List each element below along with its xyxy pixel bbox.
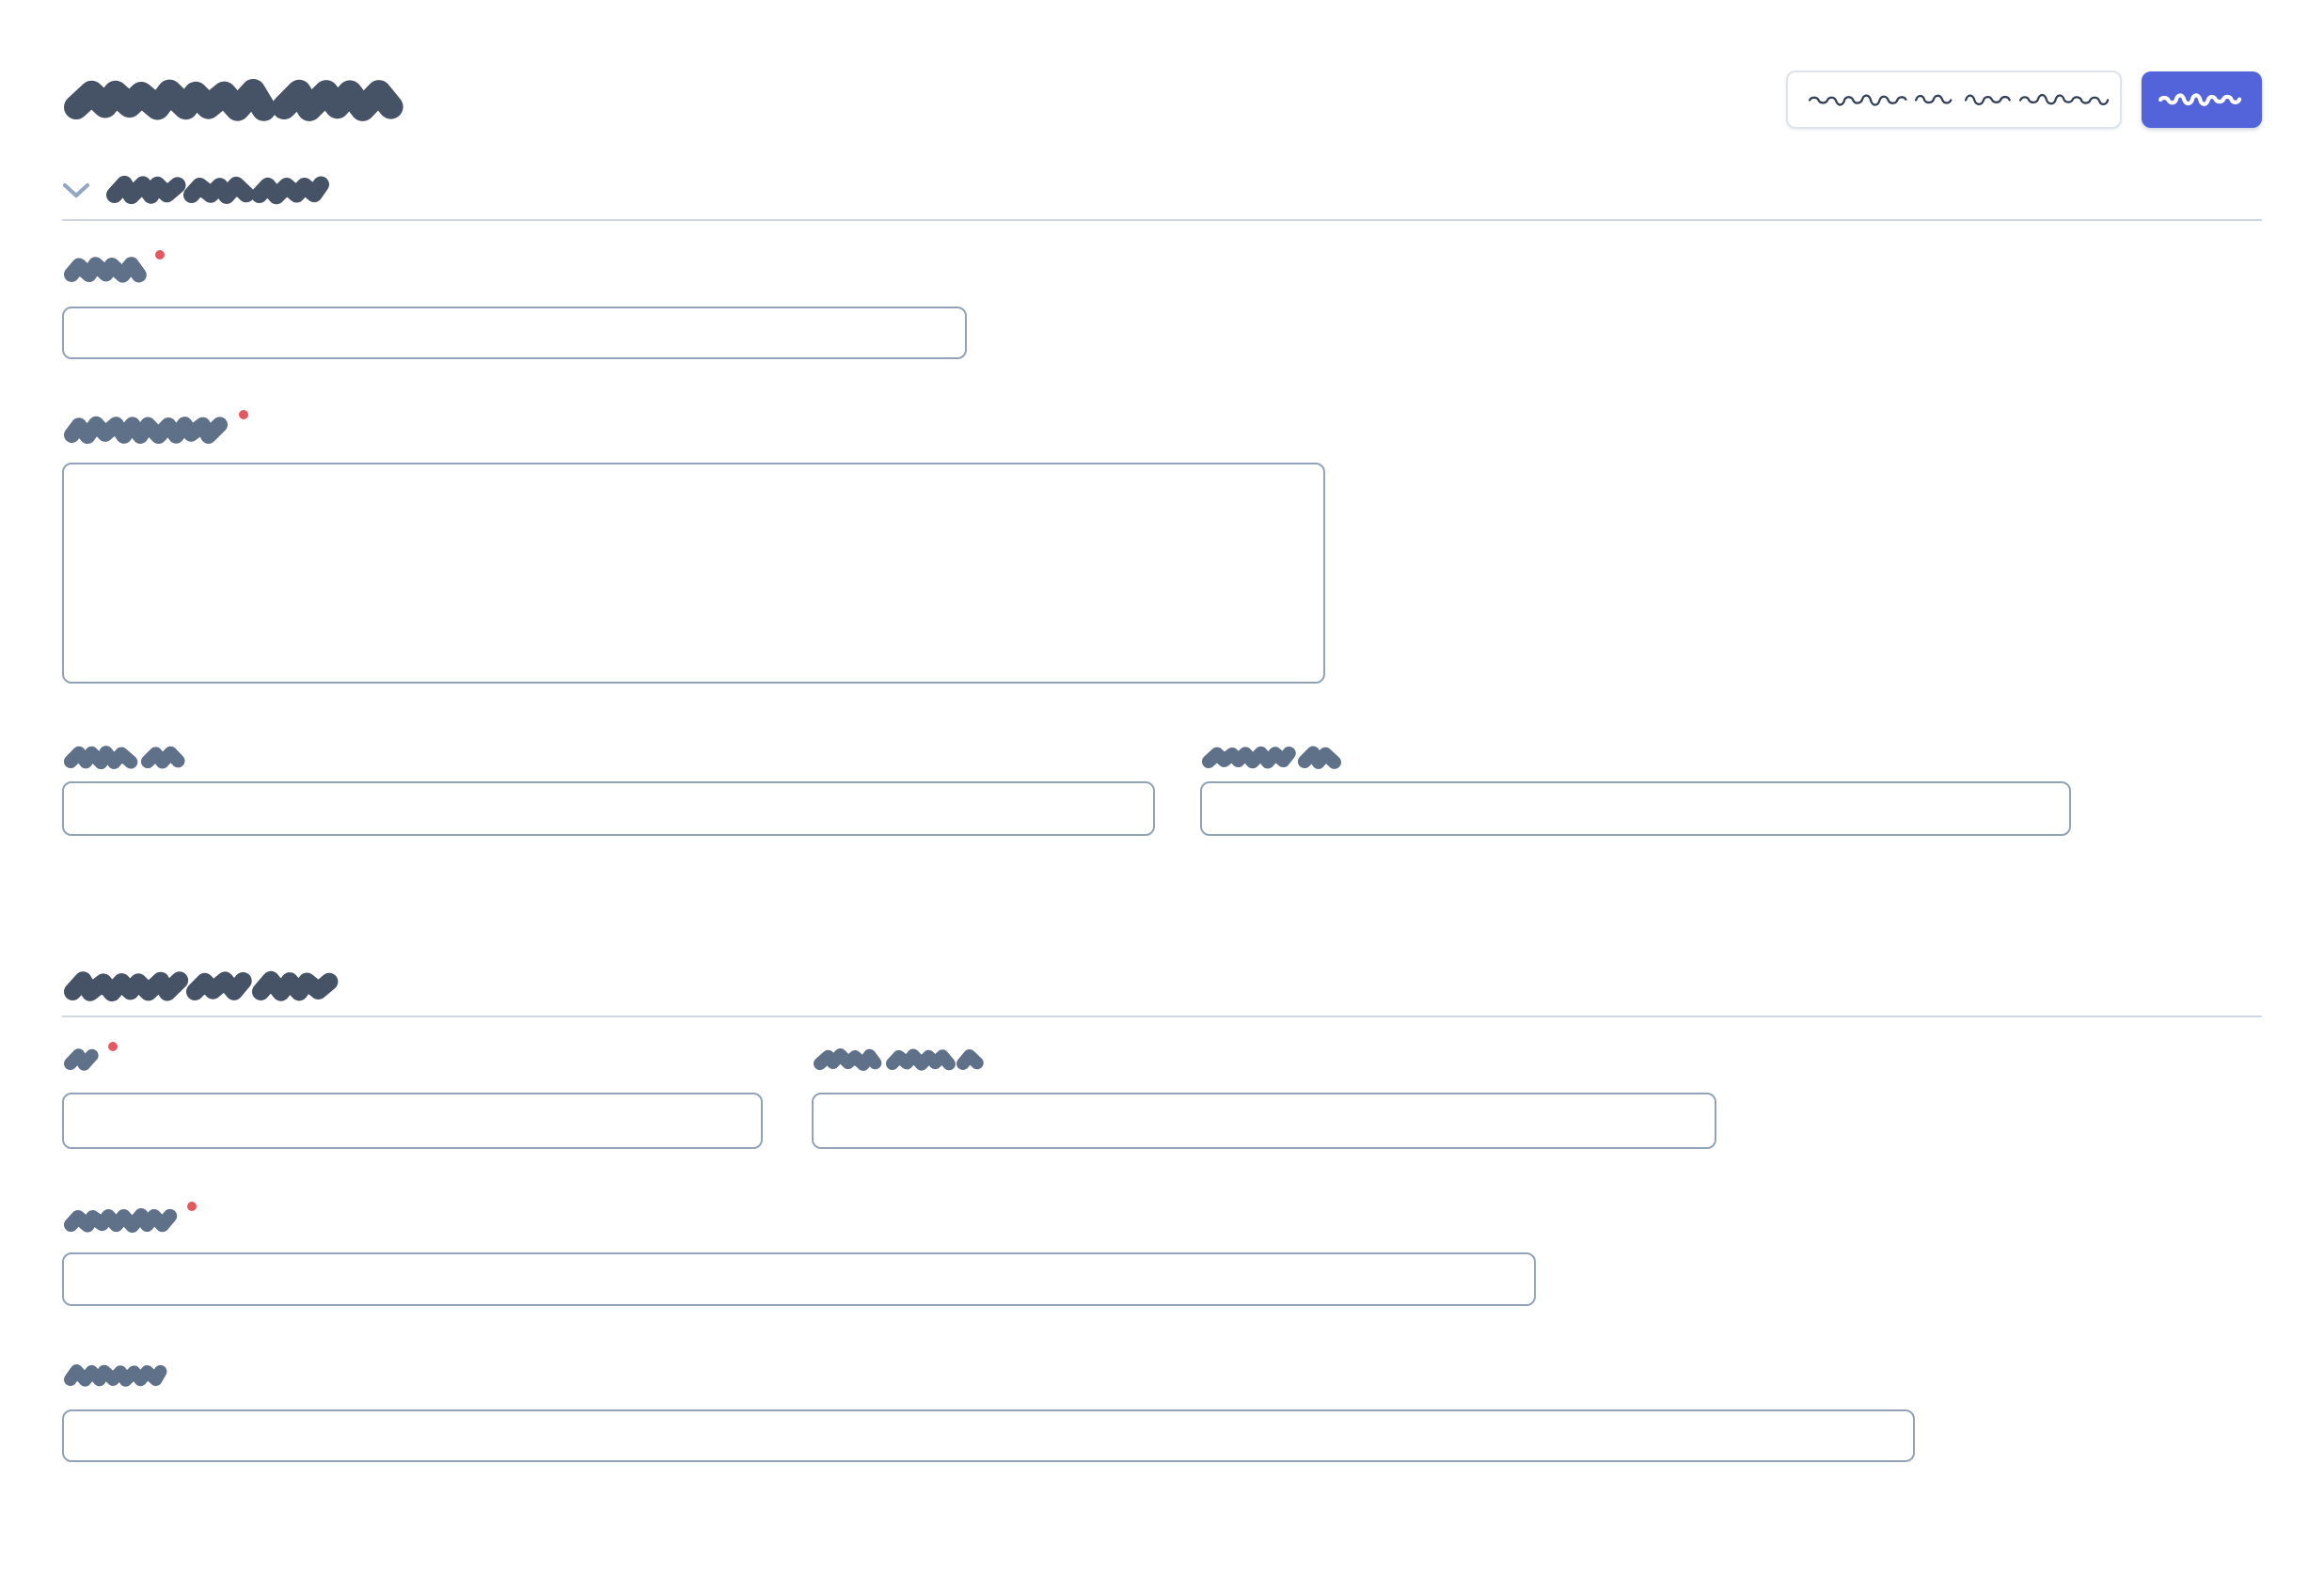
field-5-label bbox=[62, 1048, 103, 1071]
field-3 bbox=[62, 746, 1155, 836]
chevron-down-icon bbox=[62, 182, 90, 197]
required-dot bbox=[238, 410, 248, 419]
field-2 bbox=[62, 410, 2262, 684]
topbar bbox=[62, 71, 2262, 129]
field-row-1 bbox=[62, 746, 2262, 836]
required-dot bbox=[186, 1202, 197, 1211]
field-6 bbox=[812, 1048, 1716, 1149]
field-8 bbox=[62, 1364, 2262, 1462]
field-8-label-row bbox=[62, 1364, 2262, 1387]
field-2-label-row bbox=[62, 410, 2262, 445]
field-5-label-row bbox=[62, 1042, 763, 1071]
section-2-divider bbox=[62, 1015, 2262, 1017]
text-input-8[interactable] bbox=[62, 1409, 1915, 1462]
primary-action-button-label bbox=[2157, 93, 2247, 106]
page-title bbox=[62, 79, 408, 121]
field-5 bbox=[62, 1042, 763, 1149]
text-input-4[interactable] bbox=[1200, 781, 2071, 836]
section-2 bbox=[62, 970, 2262, 1462]
field-6-label bbox=[812, 1048, 992, 1071]
text-input-6[interactable] bbox=[812, 1093, 1716, 1149]
text-input-5[interactable] bbox=[62, 1093, 763, 1149]
field-6-label-row bbox=[812, 1048, 1716, 1071]
text-input-3[interactable] bbox=[62, 781, 1155, 836]
field-3-label bbox=[62, 746, 192, 770]
section-1 bbox=[62, 175, 2262, 836]
section-2-title bbox=[62, 970, 343, 1002]
field-1-label bbox=[62, 257, 150, 283]
section-1-divider bbox=[62, 219, 2262, 221]
field-2-label bbox=[62, 416, 234, 445]
required-dot bbox=[107, 1042, 118, 1051]
field-row-2 bbox=[62, 1042, 2262, 1149]
header-text-input-value bbox=[1807, 93, 2112, 107]
section-1-title bbox=[104, 175, 340, 205]
field-4 bbox=[1200, 746, 2071, 836]
field-4-label-row bbox=[1200, 746, 2071, 769]
text-input-1[interactable] bbox=[62, 307, 967, 359]
textarea-1[interactable] bbox=[62, 463, 1325, 684]
text-input-7[interactable] bbox=[62, 1252, 1536, 1306]
field-7 bbox=[62, 1202, 2262, 1306]
section-1-header[interactable] bbox=[62, 175, 2262, 205]
field-8-label bbox=[62, 1364, 171, 1387]
field-1 bbox=[62, 250, 2262, 359]
field-1-label-row bbox=[62, 250, 2262, 283]
field-7-label-row bbox=[62, 1202, 2262, 1234]
field-4-label bbox=[1200, 746, 1349, 769]
section-2-header bbox=[62, 970, 2262, 1002]
field-3-label-row bbox=[62, 746, 1155, 770]
topbar-actions bbox=[1786, 71, 2262, 129]
primary-action-button[interactable] bbox=[2142, 71, 2262, 128]
field-7-label bbox=[62, 1207, 182, 1234]
header-text-input[interactable] bbox=[1786, 71, 2122, 129]
required-dot bbox=[155, 250, 166, 260]
